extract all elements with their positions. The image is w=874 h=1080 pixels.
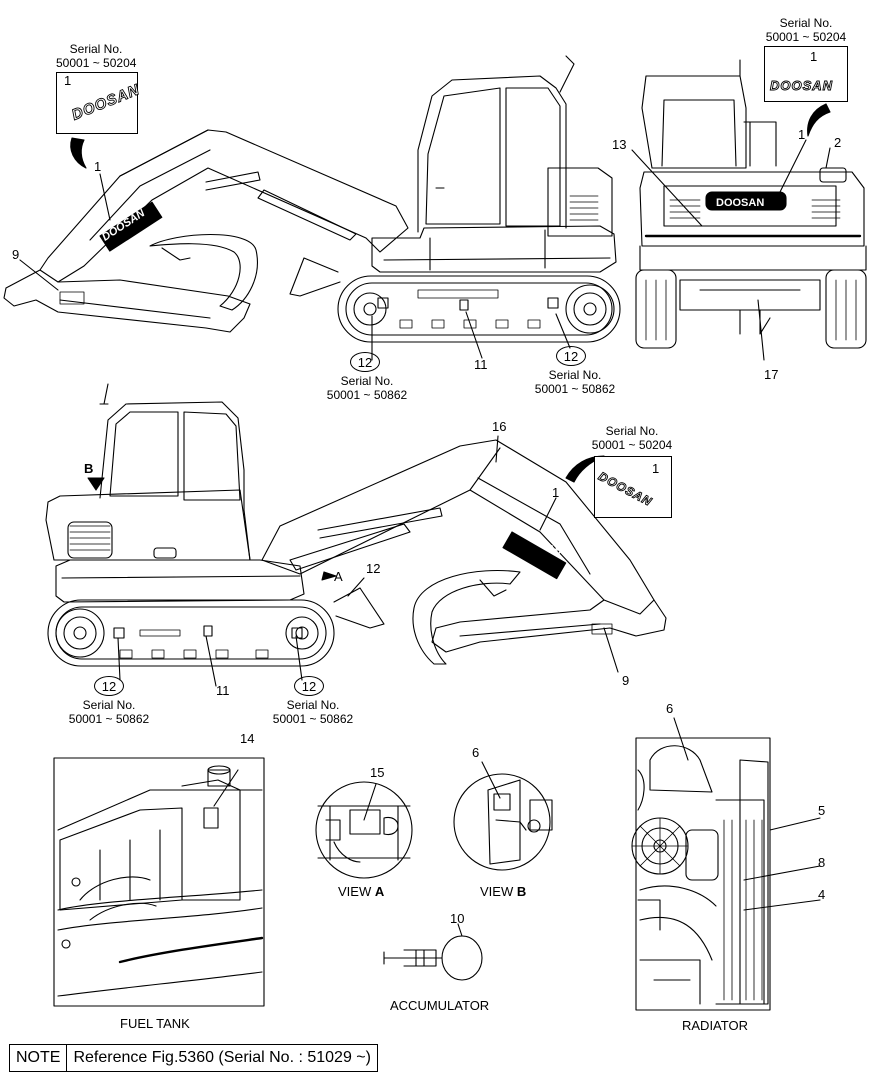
callout-1-boom-right: 1: [552, 485, 560, 500]
rear-logo-text: DOOSAN: [716, 197, 764, 209]
callout-2-rear: 2: [834, 135, 842, 150]
callout-14-fuel: 14: [240, 731, 255, 746]
bucket-right: [412, 569, 521, 665]
fuel-tank-caption: FUEL TANK: [120, 1016, 190, 1031]
view-b-detail: [453, 761, 553, 871]
arm-right: [431, 599, 667, 653]
view-b-caption: VIEW B: [480, 884, 526, 899]
callout-6-radiator: 6: [666, 701, 674, 716]
serial-range-text: 50001 ~ 50862: [68, 712, 150, 726]
view-b-letter: B: [516, 884, 527, 899]
decal-arrow-rear: [807, 103, 831, 137]
dozer-blade-left: [289, 257, 341, 297]
decal-box-mid-right: [594, 456, 672, 518]
callout-12-mid-a: 12: [94, 676, 124, 696]
track-right: [47, 599, 335, 667]
arm-left: [3, 269, 251, 333]
serial-label-text: Serial No.: [286, 698, 340, 712]
dozer-blade-right: [333, 587, 385, 629]
callout-10-accumulator: 10: [450, 911, 465, 926]
serial-label-top-left: Serial No. 50001 ~ 50204: [56, 42, 136, 70]
note-box: NOTE Reference Fig.5360 (Serial No. : 51…: [9, 1044, 378, 1072]
serial-label-top-right: Serial No. 50001 ~ 50204: [762, 16, 850, 44]
fuel-tank-detail: [53, 757, 265, 1007]
serial-range-text: 50001 ~ 50204: [765, 30, 847, 44]
upper-structure-right: [55, 559, 305, 603]
serial-label-text: Serial No.: [82, 698, 136, 712]
note-key: NOTE: [10, 1045, 68, 1071]
track-left: [337, 275, 621, 343]
callout-12-mid-b: 12: [294, 676, 324, 696]
bucket-left: [149, 233, 258, 311]
callout-1-top-left-box: 1: [64, 73, 72, 88]
callout-5-radiator: 5: [818, 803, 826, 818]
serial-label-12-top-a: Serial No. 50001 ~ 50862: [322, 374, 412, 402]
callout-17-rear: 17: [764, 367, 779, 382]
serial-range-text: 50001 ~ 50862: [326, 388, 408, 402]
note-text: Reference Fig.5360 (Serial No. : 51029 ~…: [73, 1049, 371, 1066]
callout-12-blade: 12: [366, 561, 381, 576]
callout-9-top: 9: [12, 247, 20, 262]
serial-label-text: Serial No.: [548, 368, 602, 382]
rear-counterweight: [639, 171, 865, 247]
callout-1-top-right-box: 1: [810, 49, 818, 64]
view-a-marker: A: [334, 569, 343, 584]
rear-view: DOOSAN: [631, 59, 867, 361]
cab-right: [99, 401, 251, 561]
serial-label-mid-right: Serial No. 50001 ~ 50204: [588, 424, 676, 452]
upper-structure-left: [371, 225, 617, 273]
view-a-detail: [315, 781, 413, 879]
serial-range-text: 50001 ~ 50862: [272, 712, 354, 726]
serial-label-text: Serial No.: [340, 374, 394, 388]
callout-6-view-b: 6: [472, 745, 480, 760]
decal-box-top-right: [764, 46, 848, 102]
serial-range-text: 50001 ~ 50862: [534, 382, 616, 396]
callout-9-mid: 9: [622, 673, 630, 688]
serial-range-text: 50001 ~ 50204: [56, 56, 137, 70]
callout-11-mid: 11: [216, 683, 230, 698]
callout-12-top-b: 12: [556, 346, 586, 366]
radiator-detail: [631, 717, 821, 1011]
serial-label-12-mid-b: Serial No. 50001 ~ 50862: [268, 698, 358, 726]
callout-13-rear: 13: [612, 137, 627, 152]
side-view-right: DOOSAN: [45, 383, 667, 687]
serial-label-text: Serial No.: [605, 424, 659, 438]
decal-arrow-left: [70, 137, 87, 169]
serial-label-text: Serial No.: [69, 42, 123, 56]
view-a-caption: VIEW A: [338, 884, 384, 899]
radiator-caption: RADIATOR: [682, 1018, 748, 1033]
callout-1-boom-left: 1: [94, 159, 102, 174]
serial-label-12-top-b: Serial No. 50001 ~ 50862: [530, 368, 620, 396]
accumulator-caption: ACCUMULATOR: [390, 998, 490, 1013]
callout-1-rear: 1: [798, 127, 806, 142]
view-a-letter: A: [374, 884, 385, 899]
boom-left: [39, 129, 409, 283]
doosan-logo-top-right: DOOSAN: [770, 78, 834, 94]
callout-12-top-a: 12: [350, 352, 380, 372]
serial-range-text: 50001 ~ 50204: [591, 438, 673, 452]
view-a-word: VIEW: [338, 884, 372, 899]
callout-8-radiator: 8: [818, 855, 826, 870]
callout-11-top: 11: [474, 357, 488, 372]
accumulator-drawing: [383, 923, 483, 981]
callout-15-view-a: 15: [370, 765, 385, 780]
serial-label-text: Serial No.: [779, 16, 833, 30]
callout-16-mid: 16: [492, 419, 507, 434]
view-b-word: VIEW: [480, 884, 514, 899]
callout-1-mid-right-box: 1: [652, 461, 660, 476]
cab-left: [417, 75, 567, 233]
decal-box-top-left: [56, 72, 138, 134]
callout-4-radiator: 4: [818, 887, 826, 902]
serial-label-12-mid-a: Serial No. 50001 ~ 50862: [64, 698, 154, 726]
view-b-marker: B: [84, 461, 94, 476]
